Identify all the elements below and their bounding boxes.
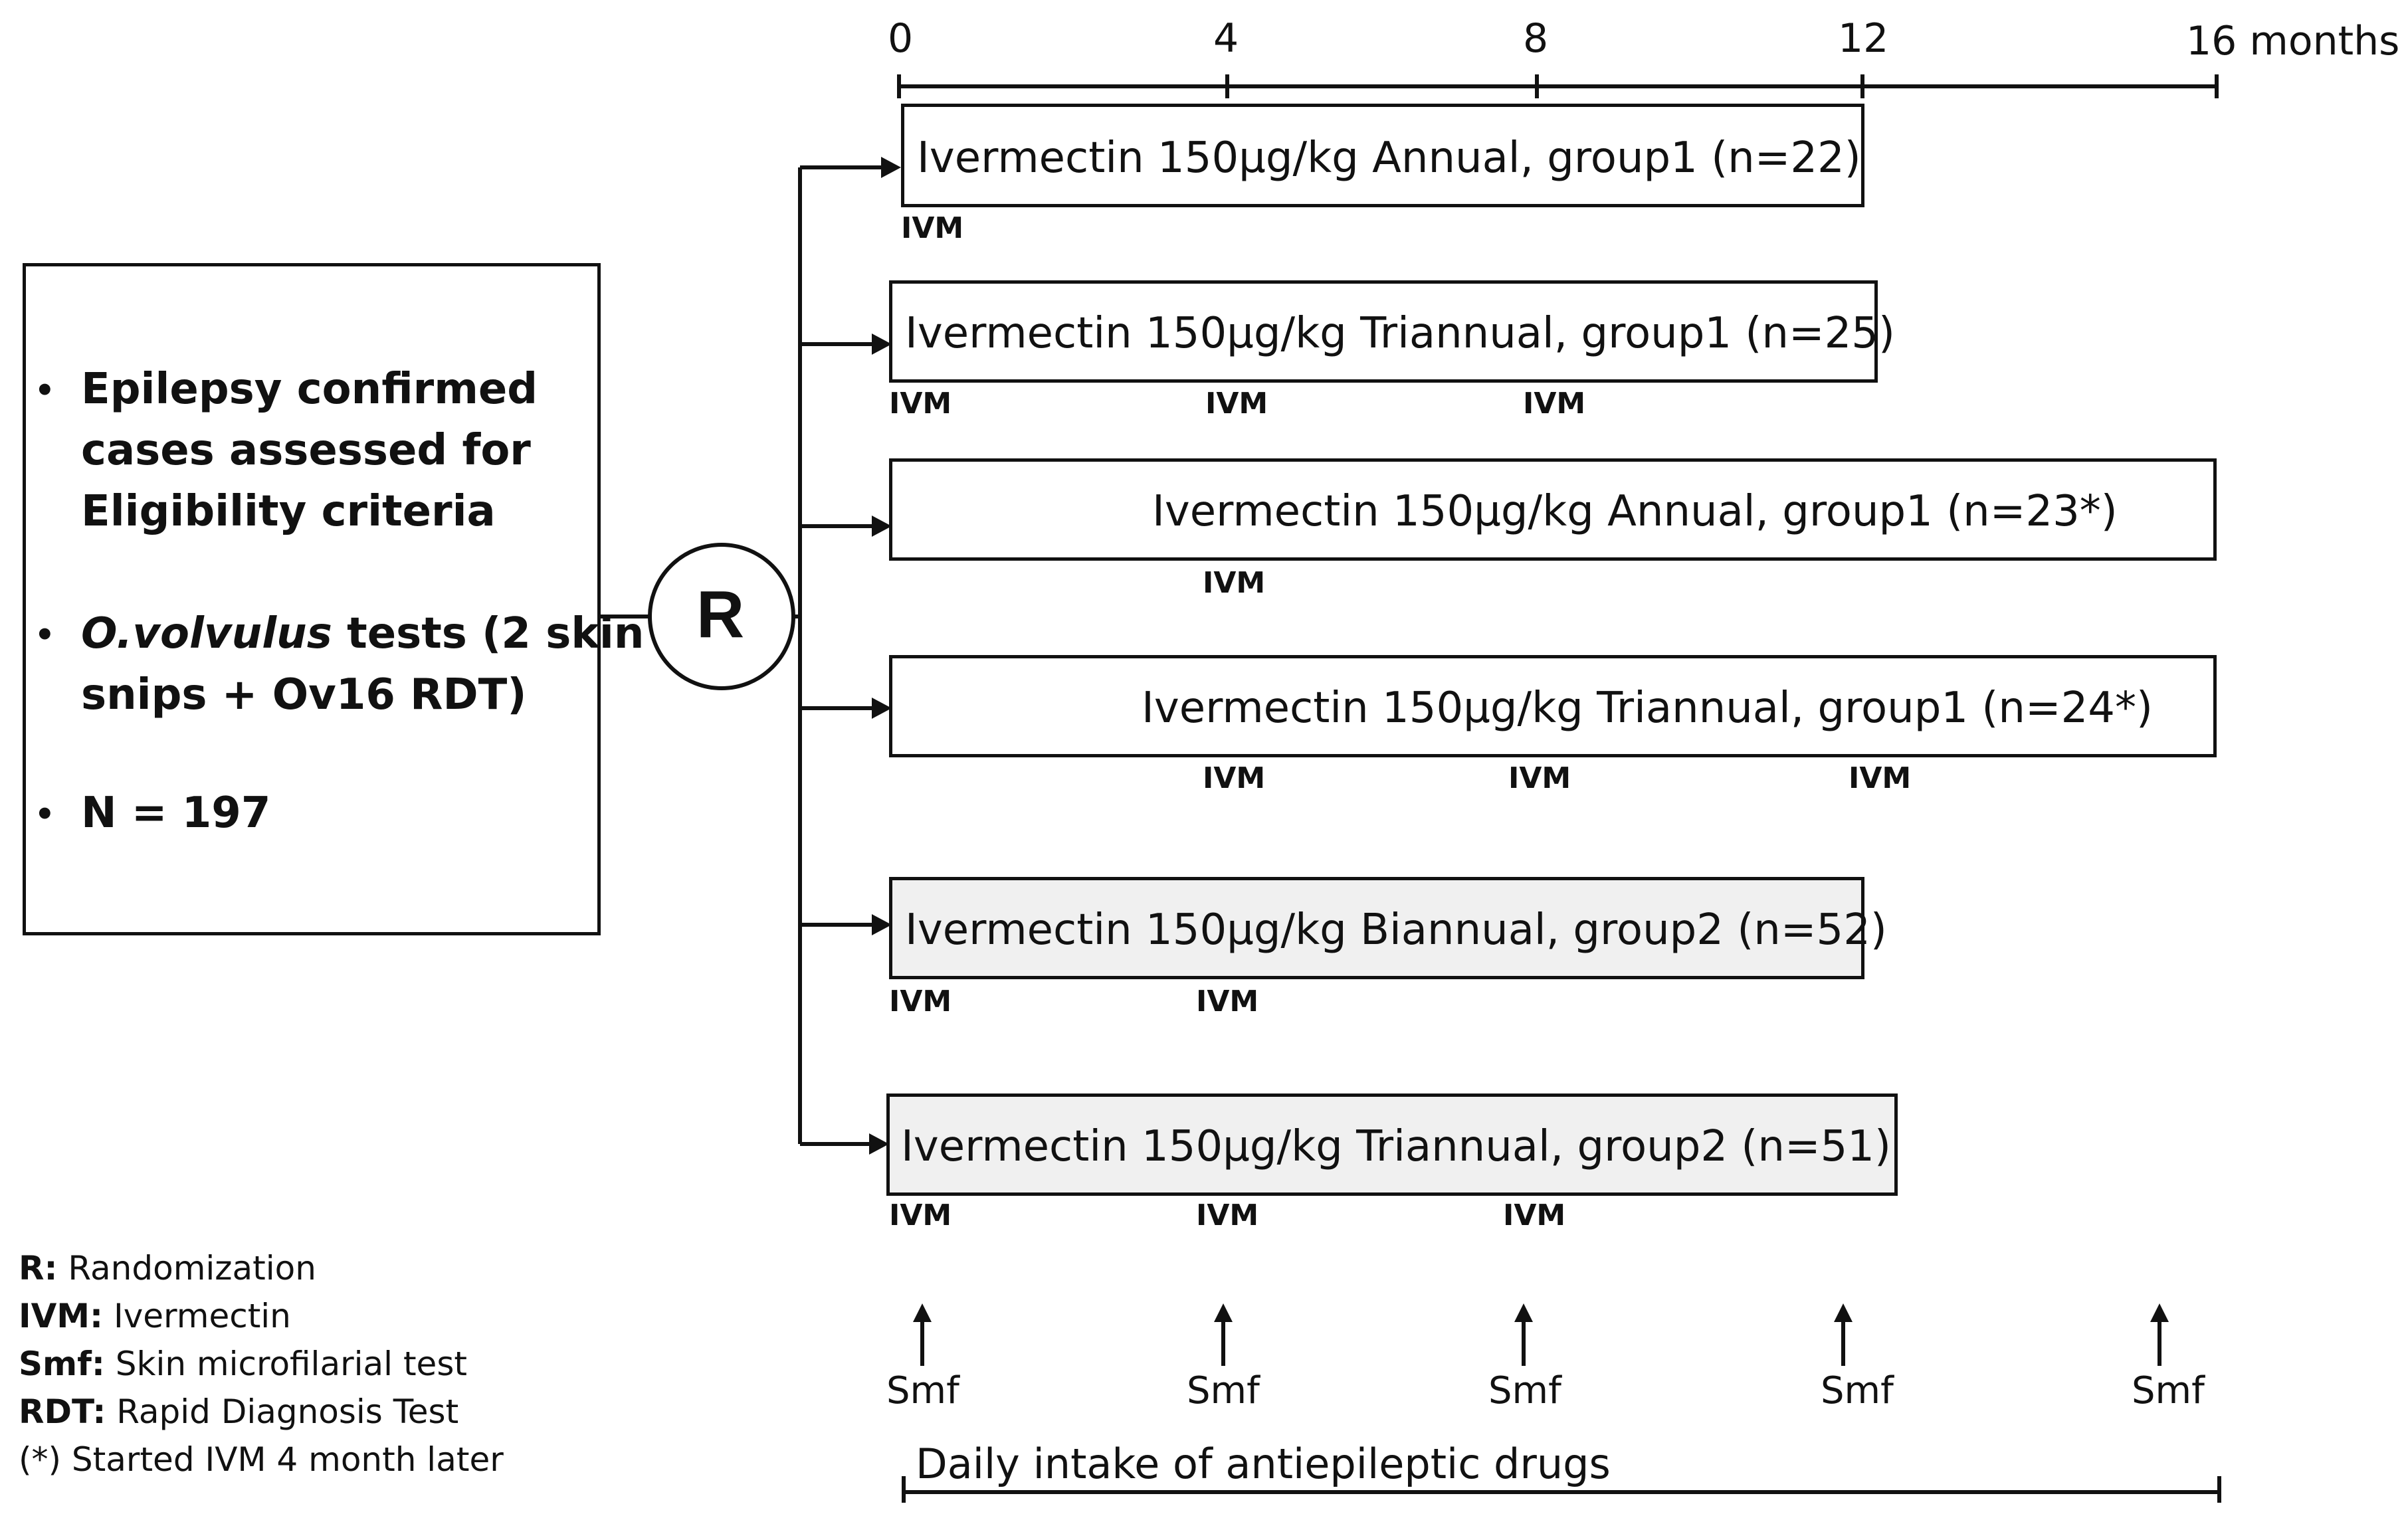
arm-label-4: Ivermectin 150µg/kg Triannual, group1 (n… xyxy=(1142,684,2153,733)
ivm-marker: IVM xyxy=(1203,761,1266,795)
ivm-marker: IVM xyxy=(901,211,964,245)
arm-label-3: Ivermectin 150µg/kg Annual, group1 (n=23… xyxy=(1152,487,2118,536)
arm-label-1: Ivermectin 150µg/kg Annual, group1 (n=22… xyxy=(917,134,1861,183)
eligibility-item-tests: O.volvulus tests (2 skin snips + Ov16 RD… xyxy=(81,609,645,719)
eligibility-item-epilepsy: Epilepsy confirmed cases assessed for El… xyxy=(81,365,538,536)
timeline-tick-12: 12 xyxy=(1838,15,1889,62)
arm-box-6 xyxy=(886,1093,1898,1196)
bullet-icon: • xyxy=(35,372,55,409)
arm-label-6: Ivermectin 150µg/kg Triannual, group2 (n… xyxy=(901,1122,1891,1171)
ivm-marker: IVM xyxy=(889,1198,952,1232)
legend-item-r: R: Randomization xyxy=(19,1249,316,1287)
ivm-marker: IVM xyxy=(889,387,952,421)
bullet-icon: • xyxy=(35,796,55,833)
smf-label: Smf xyxy=(1488,1369,1561,1412)
ivm-marker: IVM xyxy=(1849,761,1912,795)
arm-label-5: Ivermectin 150µg/kg Biannual, group2 (n=… xyxy=(905,905,1887,955)
ivm-marker: IVM xyxy=(1523,387,1586,421)
timeline-tick-16-months: 16 months xyxy=(2186,18,2400,64)
daily-intake-label: Daily intake of antiepileptic drugs xyxy=(916,1440,1611,1488)
timeline-tick-8: 8 xyxy=(1523,15,1549,62)
legend-item-note: (*) Started IVM 4 month later xyxy=(19,1440,504,1479)
smf-label: Smf xyxy=(1187,1369,1260,1412)
timeline-tick-0: 0 xyxy=(888,15,914,62)
smf-label: Smf xyxy=(886,1369,959,1412)
ivm-marker: IVM xyxy=(1503,1198,1566,1232)
bullet-icon: • xyxy=(35,617,55,654)
legend-item-smf: Smf: Skin microfilarial test xyxy=(19,1345,467,1383)
ivm-marker: IVM xyxy=(889,985,952,1018)
ivm-marker: IVM xyxy=(1508,761,1571,795)
eligibility-item-n: N = 197 xyxy=(81,789,271,838)
ivm-marker: IVM xyxy=(1205,387,1268,421)
eligibility-box xyxy=(23,263,601,935)
smf-label: Smf xyxy=(1821,1369,1894,1412)
ivm-marker: IVM xyxy=(1203,566,1266,600)
arm-box-1 xyxy=(901,104,1864,207)
arm-label-2: Ivermectin 150µg/kg Triannual, group1 (n… xyxy=(905,309,1895,358)
arm-box-3 xyxy=(889,458,2217,561)
ivm-marker: IVM xyxy=(1196,1198,1259,1232)
arm-box-5 xyxy=(889,877,1864,979)
legend-item-ivm: IVM: Ivermectin xyxy=(19,1297,291,1335)
arm-box-4 xyxy=(889,655,2217,757)
ivm-marker: IVM xyxy=(1196,985,1259,1018)
timeline-tick-4: 4 xyxy=(1213,15,1239,62)
arm-box-2 xyxy=(889,280,1878,383)
randomization-label: R xyxy=(696,577,745,652)
smf-label: Smf xyxy=(2132,1369,2205,1412)
legend-item-rdt: RDT: Rapid Diagnosis Test xyxy=(19,1392,459,1431)
